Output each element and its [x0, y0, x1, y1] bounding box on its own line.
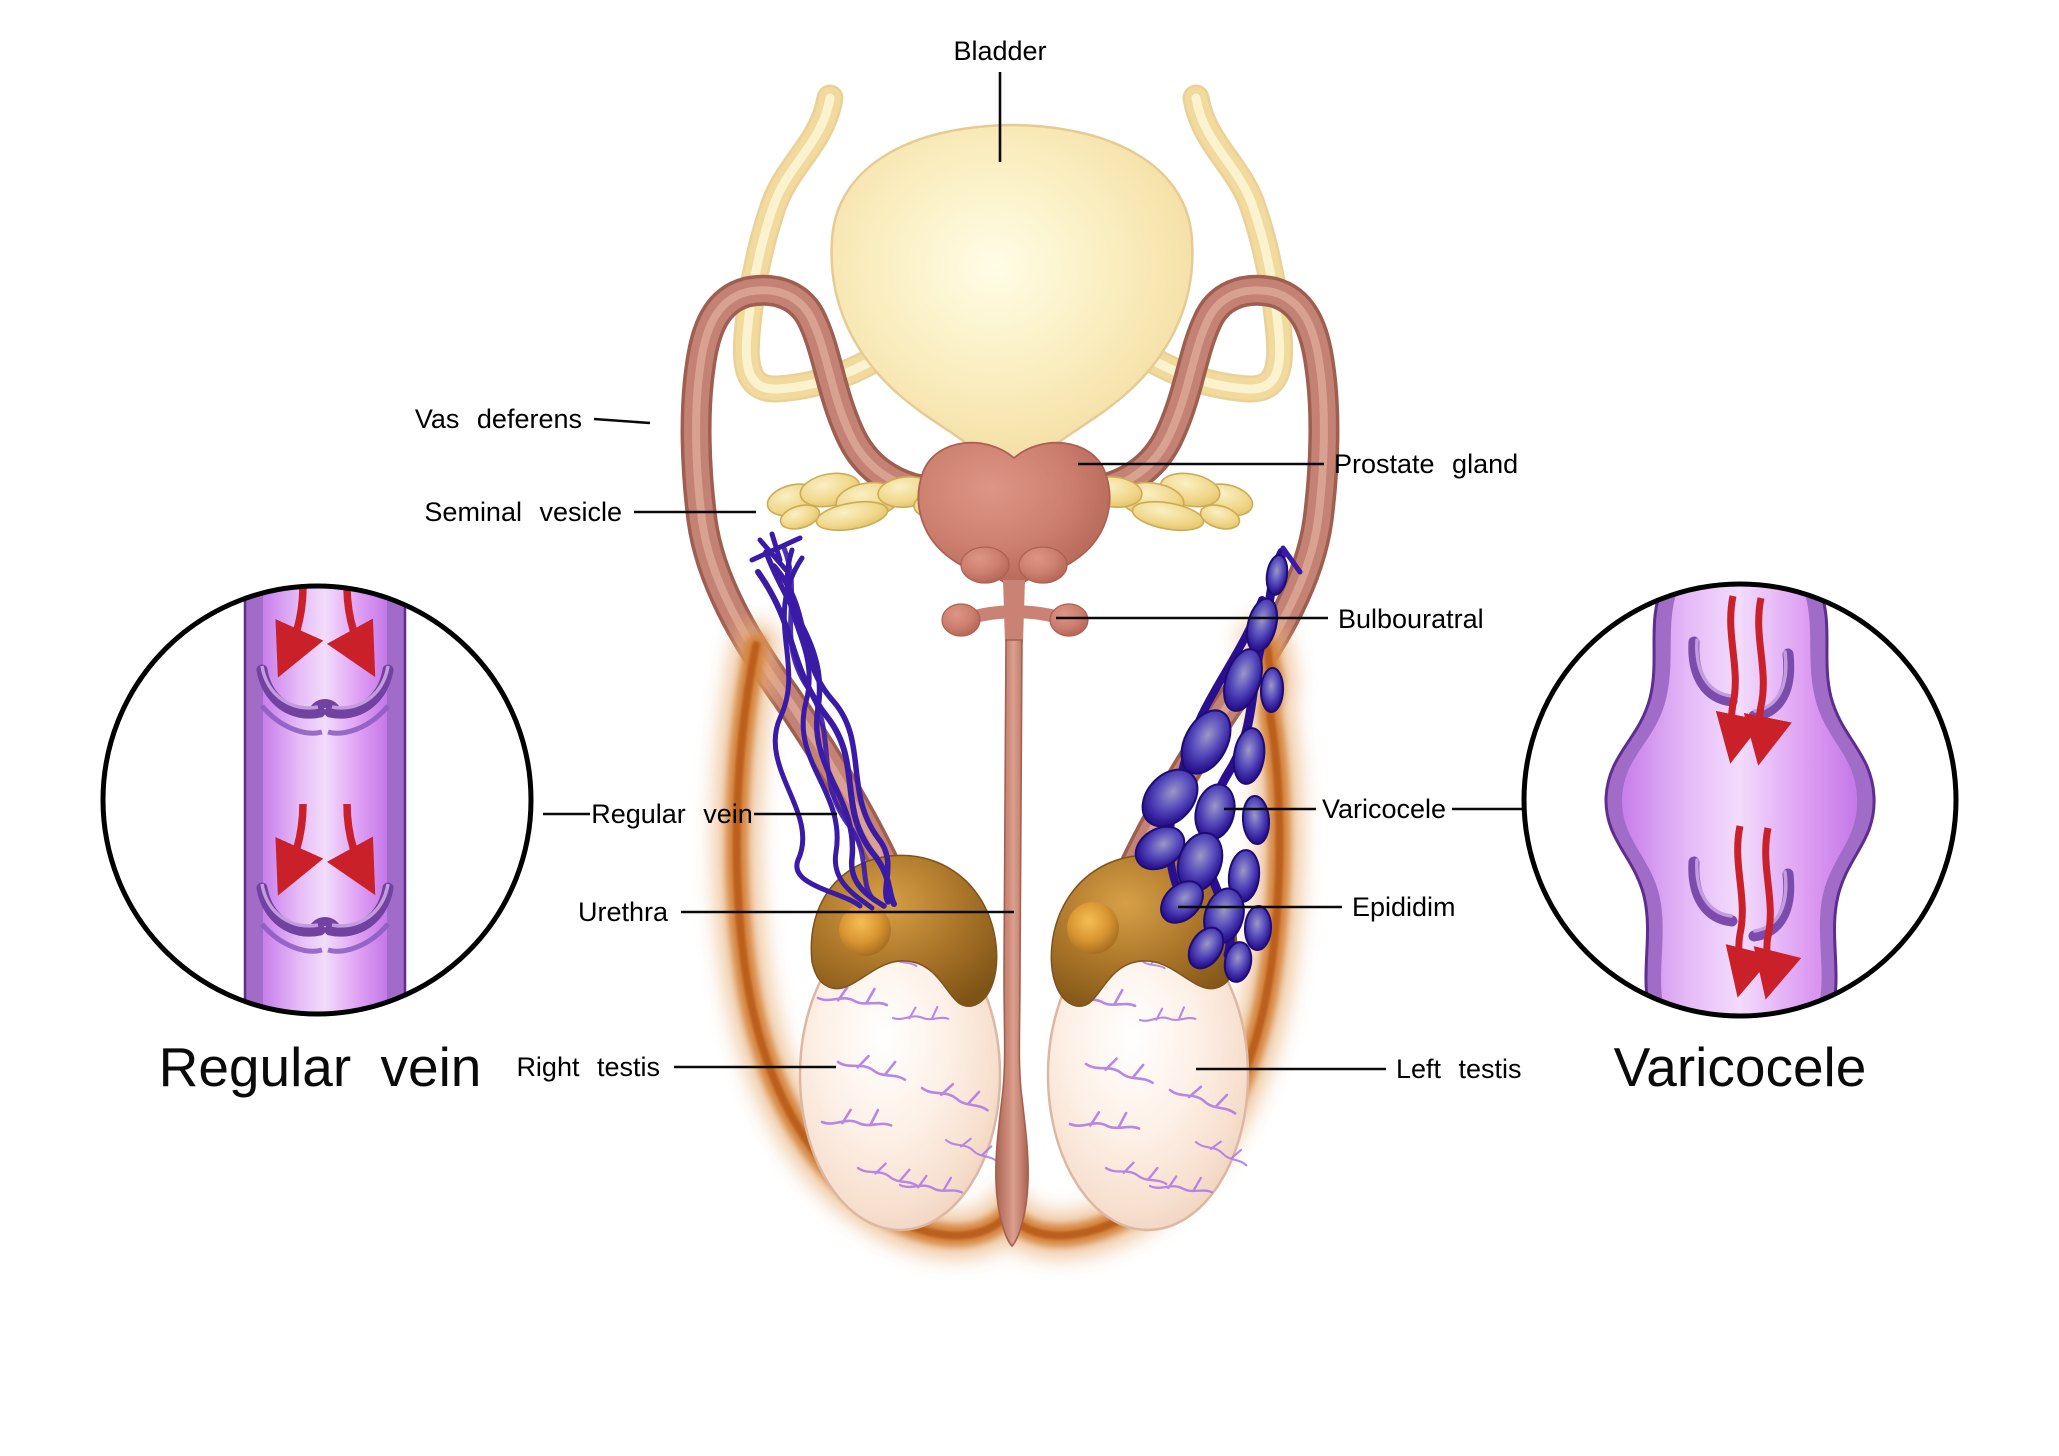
annotation-vas-deferens: Vas deferens — [415, 404, 651, 434]
annotations: Bladder Vas deferens Seminal vesicle Pro… — [415, 36, 1522, 1084]
annotation-varicocele: Varicocele — [1224, 794, 1522, 824]
bulbouratral-label: Bulbouratral — [1338, 604, 1484, 634]
vein-lumen — [1621, 586, 1858, 1014]
inset-caption-right: Varicocele — [1614, 1036, 1867, 1098]
left-testis-label: Left testis — [1396, 1054, 1522, 1084]
blood-backflow-arrows — [1715, 595, 1802, 1000]
vas-deferens-label: Vas deferens — [415, 404, 582, 434]
annotation-seminal-vesicle: Seminal vesicle — [424, 497, 756, 527]
annotation-left-testis: Left testis — [1196, 1054, 1522, 1084]
regular-vein-plexus — [749, 531, 897, 911]
vein-valve-open — [1688, 636, 1795, 942]
bulbourethral-ball-left — [941, 603, 981, 637]
bulbourethral-glands — [941, 580, 1089, 642]
regular-vein-inset: Regular vein — [100, 583, 534, 1098]
scrotum — [713, 617, 1303, 1259]
prostate-gland-label: Prostate gland — [1334, 449, 1518, 479]
inset-caption-left: Regular vein — [159, 1036, 482, 1098]
urethra-label: Urethra — [578, 897, 669, 927]
vein-lumen — [263, 588, 387, 1012]
annotation-right-testis: Right testis — [516, 1052, 836, 1082]
regular-vein-label: Regular vein — [591, 799, 753, 829]
epididymis-head-ball — [1067, 902, 1119, 954]
varicocele-inset: Varicocele — [1521, 581, 1959, 1098]
annotation-bladder: Bladder — [953, 36, 1047, 162]
epididymis-head-ball — [839, 904, 891, 956]
right-testis-label: Right testis — [516, 1052, 660, 1082]
inset-circle-outline — [1521, 581, 1959, 1019]
annotation-epididim: Epididim — [1178, 892, 1456, 922]
varicocele-label: Varicocele — [1322, 794, 1446, 824]
bladder-label: Bladder — [953, 36, 1046, 66]
epididim-label: Epididim — [1352, 892, 1456, 922]
vas-deferens-leader-line — [593, 417, 651, 425]
annotation-prostate-gland: Prostate gland — [1078, 449, 1518, 479]
bulbourethral-ball-right — [1049, 603, 1089, 637]
inset-circle-outline — [100, 583, 534, 1017]
blood-flow-arrows — [275, 588, 376, 896]
annotation-regular-vein: Regular vein — [543, 799, 837, 829]
vein-valve-closed — [256, 664, 394, 736]
epididymis-right-testis — [810, 854, 998, 1007]
vein-valve-closed — [256, 882, 394, 954]
seminal-vesicle-label: Seminal vesicle — [424, 497, 622, 527]
prostate-gland — [917, 441, 1111, 589]
urethra — [995, 639, 1029, 1248]
varicocele-plexus — [1134, 545, 1303, 983]
annotation-urethra: Urethra — [578, 897, 1014, 927]
annotation-bulbouratral: Bulbouratral — [1056, 604, 1484, 634]
